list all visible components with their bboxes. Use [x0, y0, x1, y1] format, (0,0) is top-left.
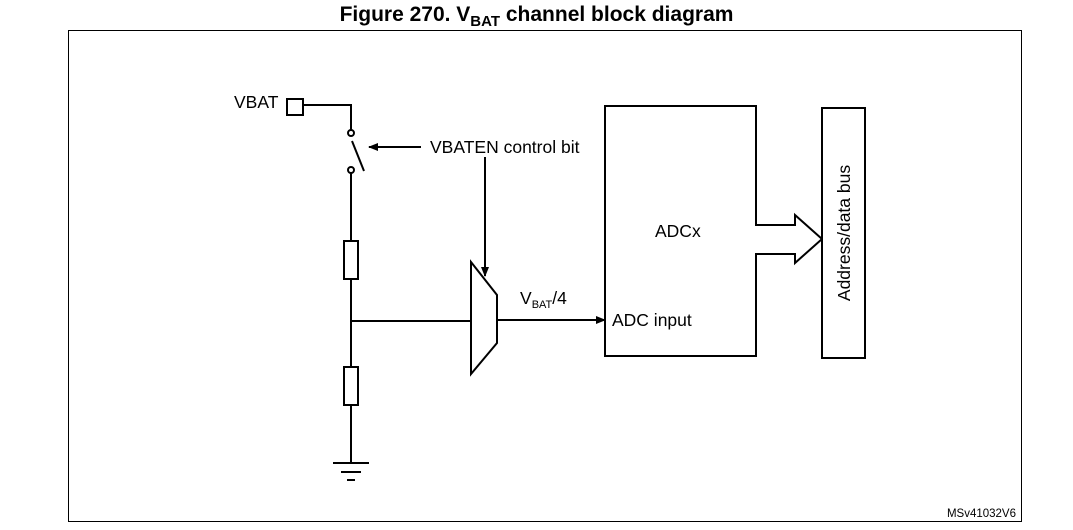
ground-symbol: [333, 462, 369, 481]
mux-output-label-main: V: [520, 288, 532, 308]
figure-title: Figure 270. VBAT channel block diagram: [0, 3, 1073, 30]
figure-title-suffix: channel block diagram: [500, 3, 734, 26]
adc-block: [604, 105, 757, 357]
figure-title-subscript: BAT: [470, 13, 501, 30]
address-data-bus: [821, 107, 866, 359]
resistor-upper: [343, 240, 359, 280]
mux-output-label-sub: BAT: [532, 299, 553, 311]
switch-contact-top: [347, 129, 355, 137]
resistor-lower: [343, 366, 359, 406]
adc-block-label: ADCx: [655, 221, 701, 241]
bus-arrow: [755, 212, 824, 266]
diagram-frame: [68, 30, 1022, 522]
multiplexer: [470, 259, 498, 377]
control-bit-label: VBATEN control bit: [430, 137, 580, 157]
bus-label: Address/data bus: [834, 165, 854, 301]
vbat-pin-label: VBAT: [234, 92, 279, 112]
figure-title-prefix: Figure 270. V: [339, 3, 471, 26]
vbat-pin-terminal: [286, 98, 304, 116]
reference-code: MSv41032V6: [947, 508, 1016, 520]
mux-output-label-suffix: /4: [552, 288, 567, 308]
vbat-wire: [303, 104, 352, 130]
adc-input-label: ADC input: [612, 310, 692, 330]
mux-output-label: VBAT/4: [520, 288, 567, 311]
switch-blade: [351, 140, 365, 172]
switch-contact-bottom: [347, 166, 355, 174]
